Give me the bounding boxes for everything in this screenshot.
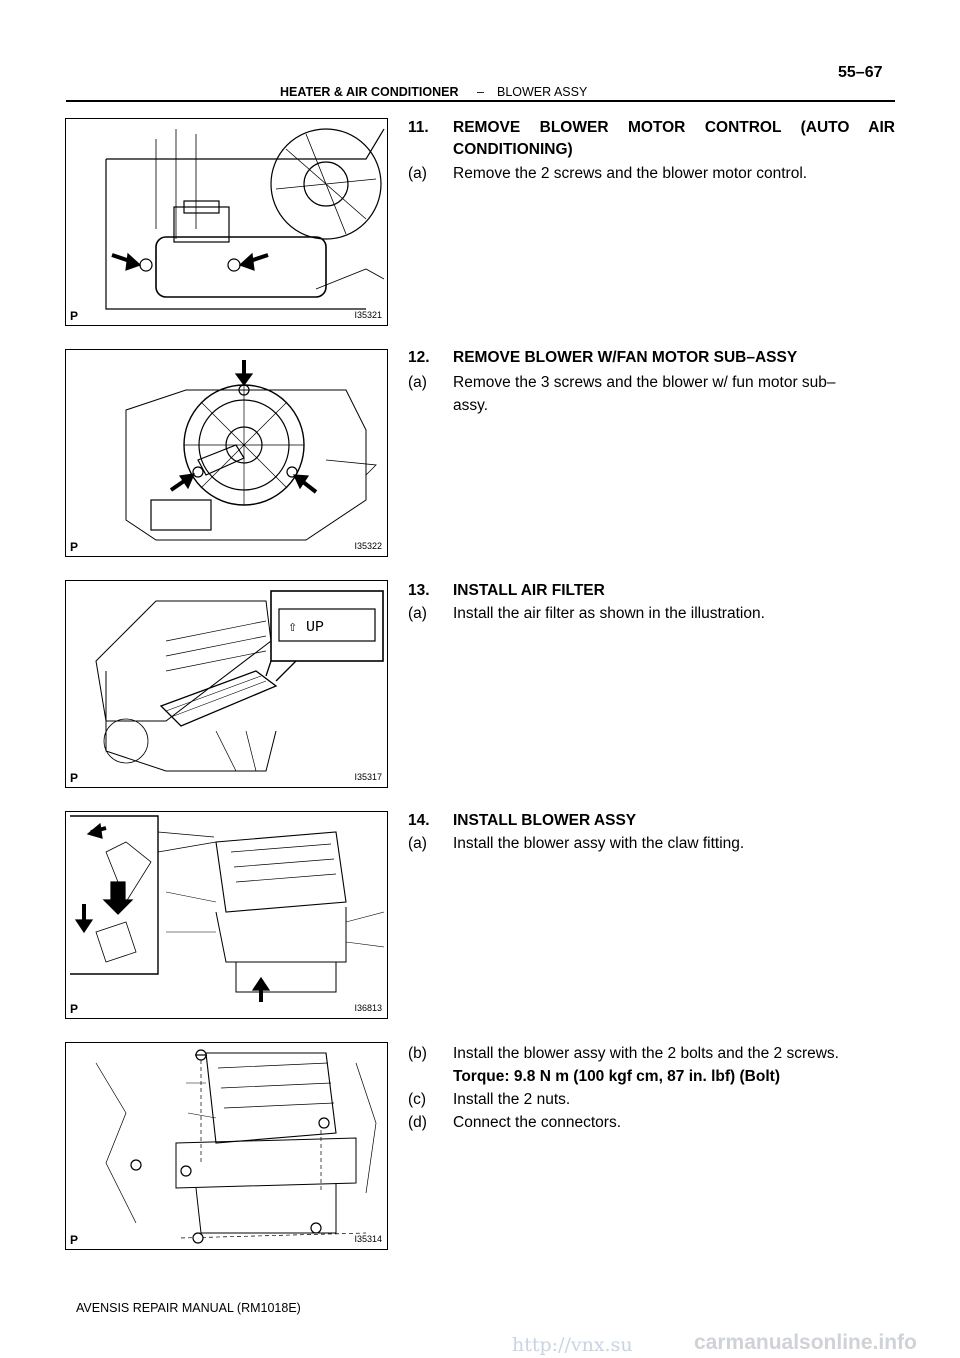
step-12-sub-a-letter: (a) <box>408 374 427 391</box>
header-subsection-title: BLOWER ASSY <box>497 85 588 99</box>
figure-blower-fan-motor: P I35322 <box>65 349 388 557</box>
air-filter-illustration: ⇧ UP <box>95 590 384 772</box>
step-14-number: 14. <box>408 812 430 829</box>
figure-p-mark: P <box>70 1002 79 1016</box>
figure-p-mark: P <box>70 309 79 323</box>
footer-manual-name: AVENSIS REPAIR MANUAL (RM1018E) <box>76 1301 301 1315</box>
header-rule <box>66 100 895 102</box>
figure-code: I35322 <box>354 541 382 551</box>
header-section-title: HEATER & AIR CONDITIONER <box>280 85 459 99</box>
step-13-sub-a-text: Install the air filter as shown in the i… <box>453 605 765 622</box>
step-12-sub-a-text: Remove the 3 screws and the blower w/ fu… <box>453 374 836 391</box>
step-12-sub-a-text-line2: assy. <box>453 397 489 414</box>
step-11-sub-a-text: Remove the 2 screws and the blower motor… <box>453 165 808 182</box>
step-11-title: REMOVE BLOWER MOTOR CONTROL (AUTO AIR <box>453 119 895 136</box>
step-13-sub-a-letter: (a) <box>408 605 427 622</box>
step-11-title-line2: CONDITIONING) <box>453 141 573 158</box>
step-14-torque-spec: Torque: 9.8 N m (100 kgf cm, 87 in. lbf)… <box>453 1068 780 1085</box>
figure-p-mark: P <box>70 771 79 785</box>
figure-code: I35317 <box>354 772 382 782</box>
step-14-title: INSTALL BLOWER ASSY <box>453 812 637 829</box>
blower-claw-fitting-illustration <box>70 815 385 1002</box>
step-13-title: INSTALL AIR FILTER <box>453 582 605 599</box>
figure-p-mark: P <box>70 1233 79 1247</box>
step-14-sub-d-letter: (d) <box>408 1114 427 1131</box>
page-number: 55–67 <box>838 64 883 81</box>
watermark-site: carmanualsonline.info <box>694 1331 917 1354</box>
blower-motor-control-illustration <box>105 128 385 310</box>
figure-code: I35321 <box>354 310 382 320</box>
step-13-number: 13. <box>408 582 430 599</box>
step-14-sub-a-text: Install the blower assy with the claw fi… <box>453 835 745 852</box>
step-14-sub-d-text: Connect the connectors. <box>453 1114 622 1131</box>
watermark-link[interactable]: http://vnx.su <box>512 1334 633 1356</box>
figure-code: I35314 <box>354 1234 382 1244</box>
figure-air-filter: ⇧ UP P I35317 <box>65 580 388 788</box>
air-filter-up-label: ⇧ UP <box>288 619 324 636</box>
figure-blower-motor-control: P I35321 <box>65 118 388 326</box>
blower-fan-motor-illustration <box>125 360 377 541</box>
step-14-sub-a-letter: (a) <box>408 835 427 852</box>
step-14-sub-b-letter: (b) <box>408 1045 427 1062</box>
header-dash: – <box>477 85 484 99</box>
step-14-sub-c-letter: (c) <box>408 1091 427 1108</box>
figure-code: I36813 <box>354 1003 382 1013</box>
step-12-number: 12. <box>408 349 430 366</box>
figure-blower-bolts-screws: P I35314 <box>65 1042 388 1250</box>
figure-p-mark: P <box>70 540 79 554</box>
blower-bolts-screws-illustration <box>95 1049 377 1244</box>
step-14-sub-b-text: Install the blower assy with the 2 bolts… <box>453 1045 839 1062</box>
step-11-number: 11. <box>408 119 429 136</box>
step-12-title: REMOVE BLOWER W/FAN MOTOR SUB–ASSY <box>453 349 798 366</box>
figure-blower-claw-fitting: P I36813 <box>65 811 388 1019</box>
step-14-sub-c-text: Install the 2 nuts. <box>453 1091 571 1108</box>
step-11-sub-a-letter: (a) <box>408 165 427 182</box>
